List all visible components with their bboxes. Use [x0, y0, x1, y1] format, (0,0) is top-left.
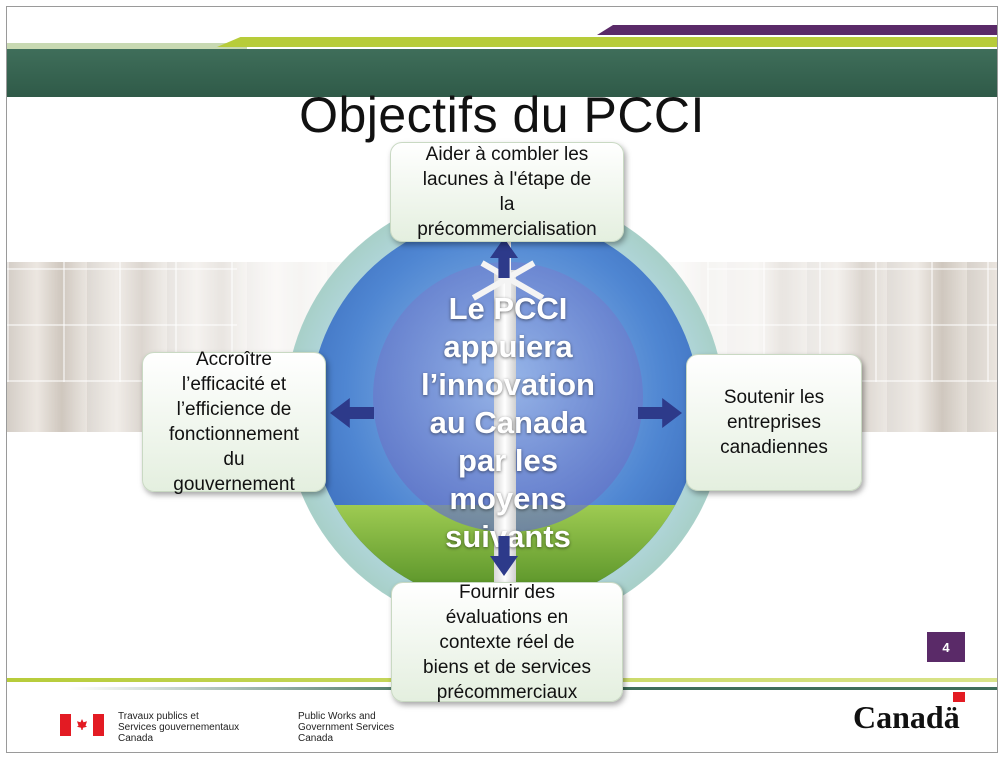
- slide-title: Objectifs du PCCI: [299, 87, 705, 143]
- page-number-badge: 4: [927, 632, 965, 662]
- objective-line: entreprises: [726, 412, 821, 433]
- objective-line: canadiennes: [720, 437, 828, 458]
- center-line: par les: [458, 443, 558, 478]
- objective-line: Soutenir les: [723, 387, 825, 408]
- objective-box-left: Accroître l’efficacité et l’efficience d…: [142, 349, 326, 495]
- department-name-en: Public Works and Government Services Can…: [298, 711, 394, 744]
- wordmark-flag-icon: [953, 692, 965, 702]
- turbine-tower: [494, 270, 516, 620]
- header-light-band: [7, 43, 247, 51]
- objective-line: évaluations en: [445, 606, 569, 628]
- center-statement: Le PCCI appuiera l’innovation au Canada …: [393, 290, 623, 556]
- objective-box-right: Soutenir les entreprises canadiennes: [686, 354, 862, 491]
- objective-line: du: [223, 449, 245, 470]
- canada-flag-icon: [60, 714, 104, 736]
- header-lime-stripe: [217, 37, 997, 47]
- dept-line: Travaux publics et: [118, 711, 199, 722]
- department-name-fr: Travaux publics et Services gouvernement…: [118, 711, 239, 744]
- center-line: moyens: [449, 481, 567, 516]
- objective-line: la: [499, 194, 515, 215]
- objective-line: biens et de services: [423, 656, 591, 678]
- center-line: au Canada: [429, 405, 587, 440]
- objective-line: l’efficience de: [176, 399, 292, 420]
- dept-line: Services gouvernementaux: [118, 722, 240, 733]
- objective-line: lacunes à l'étape de: [422, 169, 592, 190]
- header-purple-stripe: [597, 25, 997, 35]
- center-line: l’innovation: [421, 367, 595, 402]
- center-line: Le PCCI: [448, 291, 568, 326]
- header-green-band: [7, 49, 997, 97]
- objective-box-top: Aider à combler les lacunes à l'étape de…: [390, 142, 624, 242]
- objective-line: Accroître: [195, 349, 272, 370]
- objective-line: contexte réel de: [439, 631, 575, 653]
- objective-box-bottom: Fournir des évaluations en contexte réel…: [391, 581, 623, 703]
- objective-line: Fournir des: [458, 581, 556, 603]
- canada-wordmark: Canadä: [853, 699, 960, 735]
- objective-line: gouvernement: [173, 474, 295, 495]
- dept-line: Canada: [298, 733, 334, 744]
- objective-line: l’efficacité et: [181, 374, 287, 395]
- objective-line: précommercialisation: [417, 219, 597, 240]
- objective-line: précommerciaux: [436, 681, 578, 703]
- dept-line: Canada: [118, 733, 154, 744]
- objective-line: Aider à combler les: [425, 144, 589, 165]
- objective-line: fonctionnement: [169, 424, 299, 445]
- dept-line: Public Works and: [298, 711, 376, 722]
- center-line: appuiera: [443, 329, 573, 364]
- dept-line: Government Services: [298, 722, 395, 733]
